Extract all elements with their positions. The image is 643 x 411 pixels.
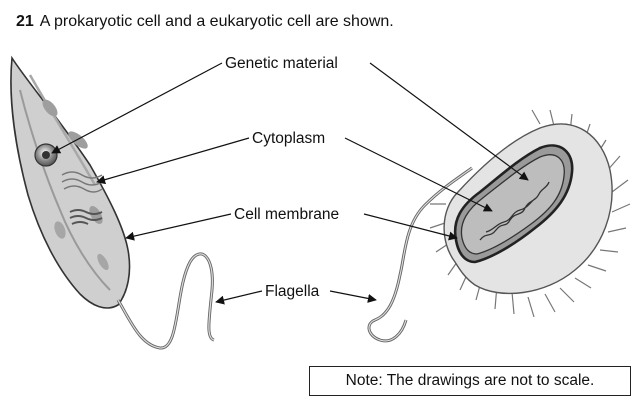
question-text: A prokaryotic cell and a eukaryotic cell… (39, 13, 394, 30)
label-genetic-material: Genetic material (225, 55, 338, 72)
question-stem: 21 A prokaryotic cell and a eukaryotic ce… (16, 12, 394, 32)
arrow-genetic-material-right (369, 62, 529, 181)
arrow-cytoplasm-right (344, 137, 493, 212)
question-number: 21 (16, 13, 34, 30)
prokaryotic-dna (479, 181, 550, 241)
label-cell-membrane: Cell membrane (234, 206, 339, 223)
label-flagella: Flagella (265, 283, 320, 300)
eukaryotic-cell (10, 55, 215, 350)
scale-note: Note: The drawings are not to scale. (309, 366, 631, 396)
arrow-flagella-right (329, 290, 377, 303)
prokaryotic-membrane (460, 154, 565, 255)
arrow-cell-membrane-left (125, 213, 232, 241)
prokaryotic-cell (367, 109, 631, 343)
eukaryotic-flagellum (116, 252, 215, 350)
arrow-flagella-left (215, 290, 263, 305)
arrow-genetic-material-left (51, 62, 223, 154)
arrow-cell-membrane-right (363, 213, 458, 241)
eukaryotic-cell-body (10, 55, 131, 309)
label-cytoplasm: Cytoplasm (252, 130, 325, 147)
arrow-cytoplasm-left (96, 137, 250, 185)
